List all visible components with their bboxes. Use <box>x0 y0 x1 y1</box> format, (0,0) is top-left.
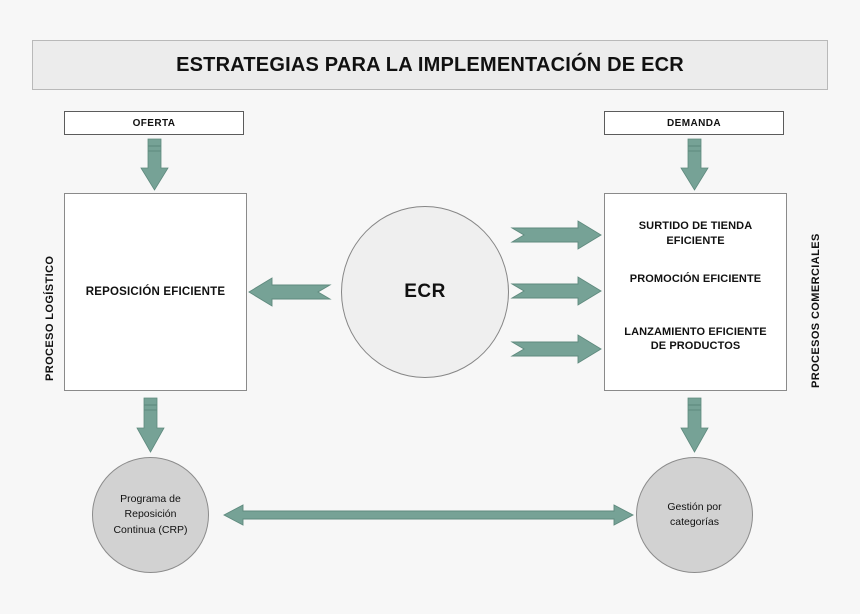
arrow-oferta-to-reposicion <box>140 138 169 191</box>
arrow-procesos-to-gestion <box>680 397 709 453</box>
node-procesos-comerciales-box: SURTIDO DE TIENDA EFICIENTE PROMOCIÓN EF… <box>604 193 787 391</box>
arrow-demanda-to-procesos <box>680 138 709 191</box>
node-surtido-de-tienda-eficiente: SURTIDO DE TIENDA EFICIENTE <box>638 220 753 247</box>
arrow-ecr-to-promocion <box>510 276 602 306</box>
header-box-oferta: OFERTA <box>64 111 244 135</box>
node-gestion-por-categorias-label: Gestión por categorías <box>667 500 722 528</box>
node-programa-reposicion-continua: Programa de Reposición Continua (CRP) <box>92 457 209 573</box>
node-ecr-label: ECR <box>404 281 446 302</box>
arrow-reposicion-to-crp <box>136 397 165 453</box>
arrow-crp-to-gestion <box>223 504 634 526</box>
header-box-demanda: DEMANDA <box>604 111 784 135</box>
arrow-ecr-to-reposicion <box>248 277 332 307</box>
side-caption-procesos-comerciales: PROCESOS COMERCIALES <box>810 233 822 388</box>
node-lanzamiento-eficiente-de-productos: LANZAMIENTO EFICIENTE DE PRODUCTOS <box>624 325 767 353</box>
arrow-ecr-to-lanzamiento <box>510 334 602 364</box>
side-caption-proceso-logistico: PROCESO LOGÍSTICO <box>44 255 56 381</box>
arrow-ecr-to-surtido <box>510 220 602 250</box>
header-box-oferta-label: OFERTA <box>132 117 176 129</box>
diagram-title-banner: ESTRATEGIAS PARA LA IMPLEMENTACIÓN DE EC… <box>32 40 828 90</box>
node-reposicion-eficiente-label: REPOSICIÓN EFICIENTE <box>85 286 226 298</box>
diagram-title: ESTRATEGIAS PARA LA IMPLEMENTACIÓN DE EC… <box>176 53 684 76</box>
node-ecr: ECR <box>341 206 509 378</box>
node-promocion-eficiente: PROMOCIÓN EFICIENTE <box>629 272 762 285</box>
node-reposicion-eficiente: REPOSICIÓN EFICIENTE <box>64 193 247 391</box>
header-box-demanda-label: DEMANDA <box>667 117 721 129</box>
node-gestion-por-categorias: Gestión por categorías <box>636 457 753 573</box>
node-programa-reposicion-continua-label: Programa de Reposición Continua (CRP) <box>113 493 188 536</box>
